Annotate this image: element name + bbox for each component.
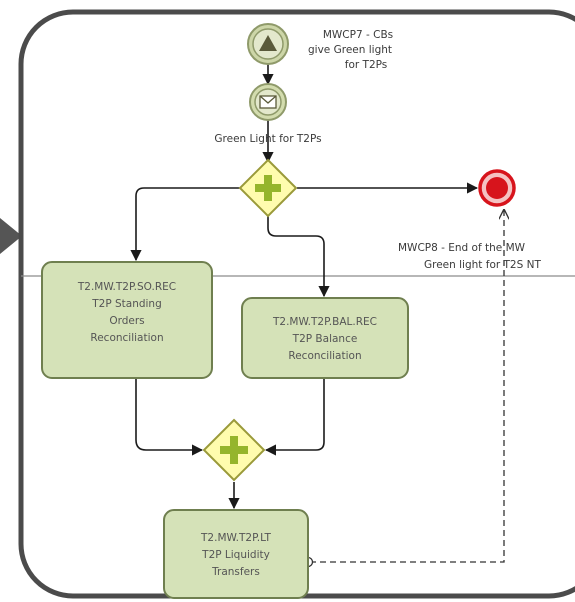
end-event-label-line-2: Green light for T2S NT bbox=[424, 259, 541, 271]
envelope-icon bbox=[259, 95, 277, 109]
message-catch-event bbox=[249, 83, 287, 121]
task-liquidity-transfers[interactable]: T2.MW.T2P.LT T2P Liquidity Transfers bbox=[163, 509, 309, 599]
task-so-rec-line-2: T2P Standing bbox=[91, 298, 162, 310]
flow-split-to-so-rec bbox=[130, 187, 240, 262]
flow-so-rec-to-join bbox=[135, 378, 204, 456]
task-bal-rec-line-2: T2P Balance bbox=[292, 333, 358, 345]
task-so-rec[interactable]: T2.MW.T2P.SO.REC T2P Standing Orders Rec… bbox=[41, 261, 213, 379]
parallel-join-gateway bbox=[202, 418, 266, 482]
task-liquidity-line-3: Transfers bbox=[211, 566, 260, 578]
task-bal-rec-id: T2.MW.T2P.BAL.REC bbox=[272, 316, 377, 328]
triangle-signal-icon bbox=[259, 35, 277, 51]
association-liquidity-to-end bbox=[310, 210, 504, 563]
flow-split-to-bal-rec bbox=[267, 214, 330, 298]
task-bal-rec[interactable]: T2.MW.T2P.BAL.REC T2P Balance Reconcilia… bbox=[241, 297, 409, 379]
start-event-label-line-2: give Green light bbox=[308, 44, 392, 56]
message-event-label: Green Light for T2Ps bbox=[214, 133, 321, 145]
task-so-rec-line-3: Orders bbox=[109, 315, 144, 327]
task-so-rec-line-4: Reconciliation bbox=[90, 332, 163, 344]
task-bal-rec-line-3: Reconciliation bbox=[288, 350, 361, 362]
start-event-label-line-3: for T2Ps bbox=[345, 59, 388, 71]
task-liquidity-id: T2.MW.T2P.LT bbox=[200, 532, 272, 544]
end-event bbox=[478, 169, 516, 207]
flow-bal-rec-to-join bbox=[264, 378, 325, 456]
start-signal-event bbox=[247, 23, 289, 65]
start-event-label-line-1: MWCP7 - CBs bbox=[323, 29, 393, 41]
task-so-rec-id: T2.MW.T2P.SO.REC bbox=[77, 281, 176, 293]
parallel-split-gateway bbox=[238, 158, 298, 218]
end-event-label-line-1: MWCP8 - End of the MW bbox=[398, 242, 526, 254]
pointer-arrow-icon bbox=[0, 218, 22, 254]
task-liquidity-line-2: T2P Liquidity bbox=[201, 549, 270, 561]
plus-icon bbox=[255, 175, 281, 201]
plus-icon bbox=[220, 436, 248, 464]
